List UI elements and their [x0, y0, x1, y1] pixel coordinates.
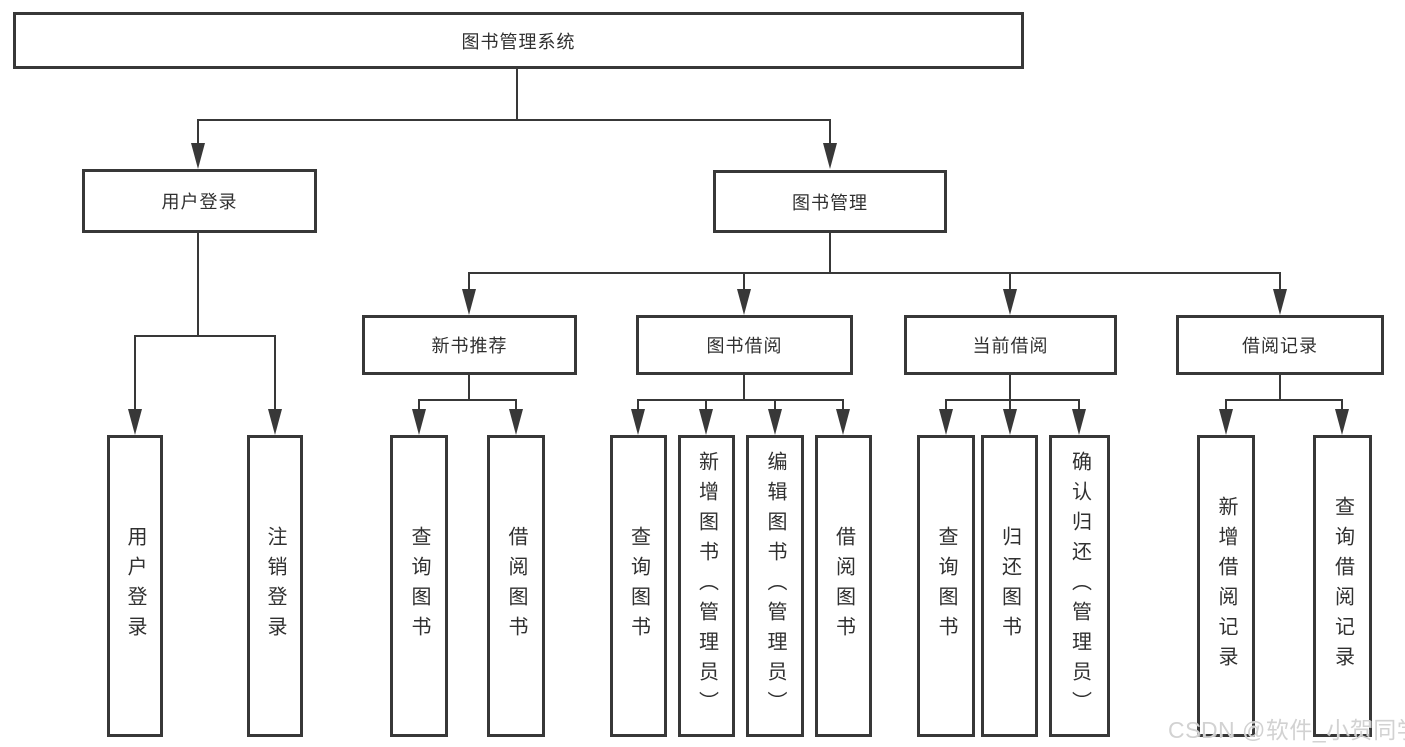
node-new-book-recommend: 新书推荐: [362, 315, 577, 375]
node-leaf-borrow-books-2: 借阅图书: [815, 435, 872, 737]
connector-drop-11: [705, 399, 707, 411]
arrow-down-icon-1: [823, 143, 837, 169]
node-book-management: 图书管理: [713, 170, 947, 233]
node-leaf-borrow-books-1: 借阅图书: [487, 435, 545, 737]
arrow-down-icon-7: [268, 409, 282, 435]
node-leaf-logout-label: 注销登录: [264, 526, 286, 646]
node-leaf-edit-books-admin: 编辑图书（管理员）: [746, 435, 804, 737]
node-leaf-confirm-return-admin: 确认归还（管理员）: [1049, 435, 1110, 737]
node-root-system: 图书管理系统: [13, 12, 1024, 69]
node-borrowing-records-label: 借阅记录: [1242, 336, 1318, 356]
arrow-down-icon-3: [737, 289, 751, 315]
node-book-management-label: 图书管理: [792, 192, 868, 213]
node-leaf-borrow-books-2-label: 借阅图书: [832, 526, 855, 646]
connector-drop-5: [1279, 272, 1281, 291]
connector-drop-17: [1225, 399, 1227, 411]
connector-stub-1: [829, 233, 831, 272]
connector-stub-0: [516, 69, 518, 119]
connector-drop-8: [418, 399, 420, 411]
node-book-borrowing: 图书借阅: [636, 315, 853, 375]
connector-drop-13: [842, 399, 844, 411]
arrow-down-icon-16: [1072, 409, 1086, 435]
arrow-down-icon-5: [1273, 289, 1287, 315]
connector-drop-0: [197, 119, 199, 145]
connector-drop-6: [134, 335, 136, 411]
arrow-down-icon-2: [462, 289, 476, 315]
connector-drop-12: [774, 399, 776, 411]
node-book-borrowing-label: 图书借阅: [706, 336, 783, 356]
node-leaf-return-books-label: 归还图书: [998, 526, 1021, 646]
arrow-down-icon-13: [836, 409, 850, 435]
connector-drop-7: [274, 335, 276, 411]
arrow-down-icon-12: [768, 409, 782, 435]
node-leaf-add-borrow-record: 新增借阅记录: [1197, 435, 1255, 737]
connector-drop-3: [743, 272, 745, 291]
arrow-down-icon-15: [1003, 409, 1017, 435]
connector-stub-5: [1009, 375, 1011, 399]
connector-stub-2: [197, 233, 199, 335]
node-leaf-user-login: 用户登录: [107, 435, 163, 737]
connector-branch-6: [1225, 399, 1343, 401]
node-leaf-add-books-admin: 新增图书（管理员）: [678, 435, 735, 737]
node-leaf-add-borrow-record-label: 新增借阅记录: [1215, 496, 1237, 676]
arrow-down-icon-9: [509, 409, 523, 435]
node-new-book-recommend-label: 新书推荐: [431, 336, 508, 356]
connector-drop-14: [945, 399, 947, 411]
node-leaf-query-books-2: 查询图书: [610, 435, 667, 737]
node-leaf-query-books-3-label: 查询图书: [935, 526, 957, 646]
connector-drop-18: [1341, 399, 1343, 411]
node-leaf-query-books-1-label: 查询图书: [408, 526, 430, 646]
connector-drop-15: [1009, 399, 1011, 411]
node-leaf-logout: 注销登录: [247, 435, 303, 737]
csdn-watermark: CSDN @软件_小贺同学: [1168, 717, 1405, 743]
connector-drop-1: [829, 119, 831, 145]
arrow-down-icon-11: [699, 409, 713, 435]
connector-branch-5: [945, 399, 1080, 401]
node-user-login-label: 用户登录: [161, 192, 238, 212]
node-leaf-return-books: 归还图书: [981, 435, 1038, 737]
node-leaf-confirm-return-admin-label: 确认归还（管理员）: [1068, 451, 1091, 721]
connector-drop-4: [1009, 272, 1011, 291]
arrow-down-icon-8: [412, 409, 426, 435]
node-leaf-borrow-books-1-label: 借阅图书: [505, 526, 527, 646]
arrow-down-icon-17: [1219, 409, 1233, 435]
node-root-label: 图书管理系统: [461, 31, 576, 52]
node-borrowing-records: 借阅记录: [1176, 315, 1384, 375]
connector-drop-16: [1078, 399, 1080, 411]
node-leaf-edit-books-admin-label: 编辑图书（管理员）: [764, 451, 786, 721]
node-user-login: 用户登录: [82, 169, 317, 233]
arrow-down-icon-18: [1335, 409, 1349, 435]
connector-branch-0: [197, 119, 831, 121]
connector-stub-6: [1279, 375, 1281, 399]
node-leaf-user-login-label: 用户登录: [124, 526, 146, 646]
node-leaf-query-borrow-record: 查询借阅记录: [1313, 435, 1372, 737]
arrow-down-icon-4: [1003, 289, 1017, 315]
connector-drop-2: [468, 272, 470, 291]
node-leaf-query-books-3: 查询图书: [917, 435, 975, 737]
connector-stub-3: [468, 375, 470, 399]
connector-branch-4: [637, 399, 844, 401]
connector-branch-3: [418, 399, 517, 401]
connector-stub-4: [743, 375, 745, 399]
connector-branch-2: [134, 335, 276, 337]
node-leaf-add-books-admin-label: 新增图书（管理员）: [695, 451, 718, 721]
node-current-borrowing-label: 当前借阅: [972, 336, 1049, 356]
arrow-down-icon-0: [191, 143, 205, 169]
connector-branch-1: [468, 272, 1281, 274]
node-leaf-query-books-2-label: 查询图书: [627, 526, 650, 646]
connector-drop-9: [515, 399, 517, 411]
node-leaf-query-borrow-record-label: 查询借阅记录: [1331, 496, 1354, 676]
connector-drop-10: [637, 399, 639, 411]
arrow-down-icon-10: [631, 409, 645, 435]
node-current-borrowing: 当前借阅: [904, 315, 1117, 375]
arrow-down-icon-6: [128, 409, 142, 435]
arrow-down-icon-14: [939, 409, 953, 435]
node-leaf-query-books-1: 查询图书: [390, 435, 448, 737]
